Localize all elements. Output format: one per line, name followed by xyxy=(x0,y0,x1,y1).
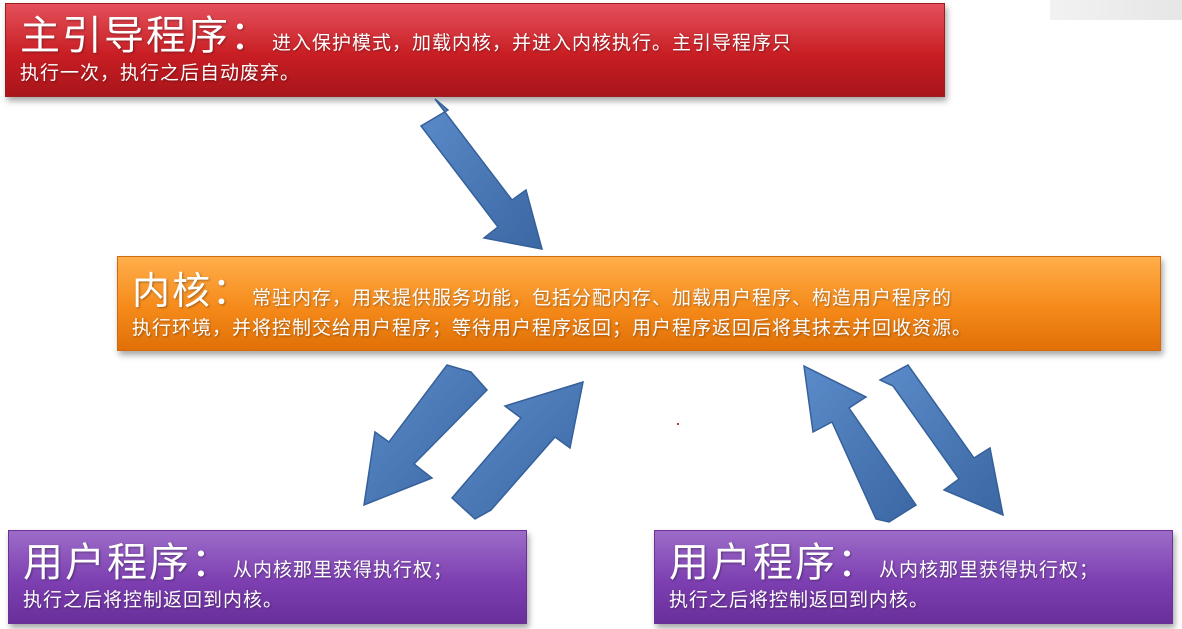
user-program-right-text-line2: 执行之后将控制返回到内核。 xyxy=(669,589,930,611)
user-program-left-title: 用户程序： xyxy=(23,540,233,586)
main-bootloader-text-line2: 执行一次，执行之后自动废弃。 xyxy=(20,62,301,84)
user-program-right-title: 用户程序： xyxy=(669,540,879,586)
kernel-title: 内核： xyxy=(132,269,253,313)
arrow-user-left-to-kernel xyxy=(450,380,584,520)
arrow-main-to-kernel xyxy=(419,98,544,250)
kernel-text-line1: 常驻内存，用来提供服务功能，包括分配内存、加载用户程序、构造用户程序的 xyxy=(252,287,953,309)
user-program-left-text-line1: 从内核那里获得执行权； xyxy=(233,559,454,581)
top-right-gray-bar xyxy=(1050,0,1182,20)
main-bootloader-box: 主引导程序：进入保护模式，加载内核，并进入内核执行。主引导程序只 执行一次，执行… xyxy=(5,3,945,97)
main-bootloader-text-line1: 进入保护模式，加载内核，并进入内核执行。主引导程序只 xyxy=(272,32,793,54)
arrow-kernel-to-user-right xyxy=(878,364,1005,517)
kernel-box: 内核：常驻内存，用来提供服务功能，包括分配内存、加载用户程序、构造用户程序的 执… xyxy=(117,256,1161,351)
user-program-box-right: 用户程序：从内核那里获得执行权； 执行之后将控制返回到内核。 xyxy=(654,530,1173,624)
small-red-dot xyxy=(677,423,679,425)
main-bootloader-title: 主引导程序： xyxy=(20,13,272,59)
user-program-right-text-line1: 从内核那里获得执行权； xyxy=(879,559,1100,581)
user-program-left-text-line2: 执行之后将控制返回到内核。 xyxy=(23,589,284,611)
arrow-kernel-to-user-left xyxy=(363,364,489,507)
arrow-user-right-to-kernel xyxy=(803,364,918,523)
user-program-box-left: 用户程序：从内核那里获得执行权； 执行之后将控制返回到内核。 xyxy=(8,530,527,624)
kernel-text-line2: 执行环境，并将控制交给用户程序；等待用户程序返回；用户程序返回后将其抹去并回收资… xyxy=(132,316,973,339)
